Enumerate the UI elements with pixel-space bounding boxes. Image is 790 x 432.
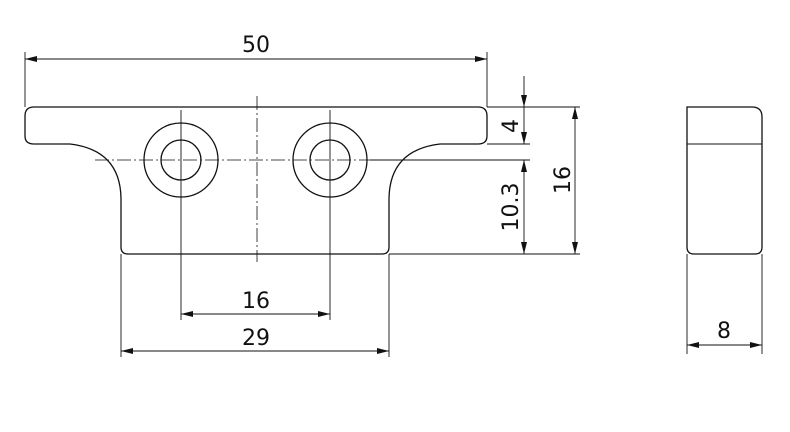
dimension-base-width: 29 bbox=[121, 326, 389, 354]
dimension-base-width-label: 29 bbox=[242, 326, 270, 351]
dimension-overall-width: 50 bbox=[25, 33, 487, 62]
front-view bbox=[24, 96, 525, 262]
dimension-total-height: 16 bbox=[551, 107, 578, 254]
dimension-hole-height-label: 10.3 bbox=[499, 183, 524, 232]
dimension-side-depth-label: 8 bbox=[717, 319, 731, 344]
part-outline bbox=[24, 106, 488, 255]
extension-lines bbox=[24, 52, 580, 357]
dimension-top-thickness-label: 4 bbox=[499, 119, 524, 133]
dimension-total-height-label: 16 bbox=[551, 166, 576, 194]
dimension-side-depth: 8 bbox=[687, 319, 762, 348]
dimension-top-thickness: 4 bbox=[499, 76, 527, 144]
side-view bbox=[686, 106, 763, 354]
dimension-hole-height: 10.3 bbox=[499, 160, 527, 254]
side-view-outline bbox=[686, 106, 763, 255]
dimension-hole-spacing-label: 16 bbox=[242, 289, 270, 314]
dimension-hole-spacing: 16 bbox=[181, 289, 330, 317]
dimension-overall-width-label: 50 bbox=[242, 33, 270, 58]
